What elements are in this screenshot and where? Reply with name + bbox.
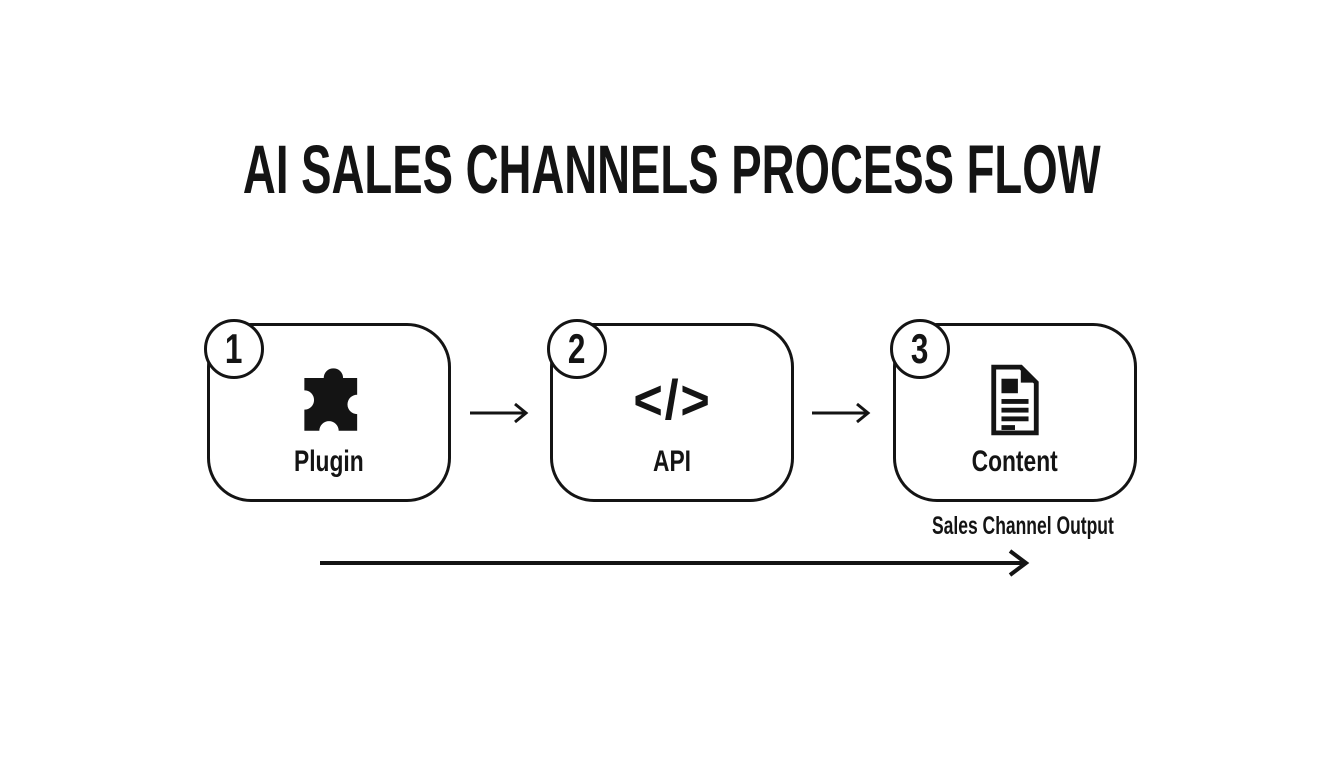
flow-arrow-1 bbox=[470, 402, 529, 424]
step-label-plugin: Plugin bbox=[294, 445, 364, 478]
step-number-3: 3 bbox=[911, 325, 929, 372]
step-number-2: 2 bbox=[568, 325, 586, 372]
document-icon bbox=[896, 354, 1134, 446]
page-title-text: AI SALES CHANNELS PROCESS FLOW bbox=[243, 131, 1101, 208]
step-number-1: 1 bbox=[225, 325, 243, 372]
page-title: AI SALES CHANNELS PROCESS FLOW bbox=[0, 135, 1344, 204]
step-box-api: 2 </> API bbox=[547, 319, 794, 502]
step-number-badge-3: 3 bbox=[890, 319, 950, 379]
step-number-badge-1: 1 bbox=[204, 319, 264, 379]
output-arrow bbox=[320, 549, 1030, 577]
step-box-content: 3 Content bbox=[890, 319, 1137, 502]
step-label-content: Content bbox=[971, 445, 1059, 478]
code-icon: </> bbox=[632, 368, 712, 431]
output-caption: Sales Channel Output bbox=[931, 512, 1114, 540]
flow-arrow-2 bbox=[812, 402, 871, 424]
puzzle-icon bbox=[210, 354, 448, 446]
step-box-plugin: 1 Plugin bbox=[204, 319, 451, 502]
step-number-badge-2: 2 bbox=[547, 319, 607, 379]
step-label-api: API bbox=[652, 445, 691, 478]
